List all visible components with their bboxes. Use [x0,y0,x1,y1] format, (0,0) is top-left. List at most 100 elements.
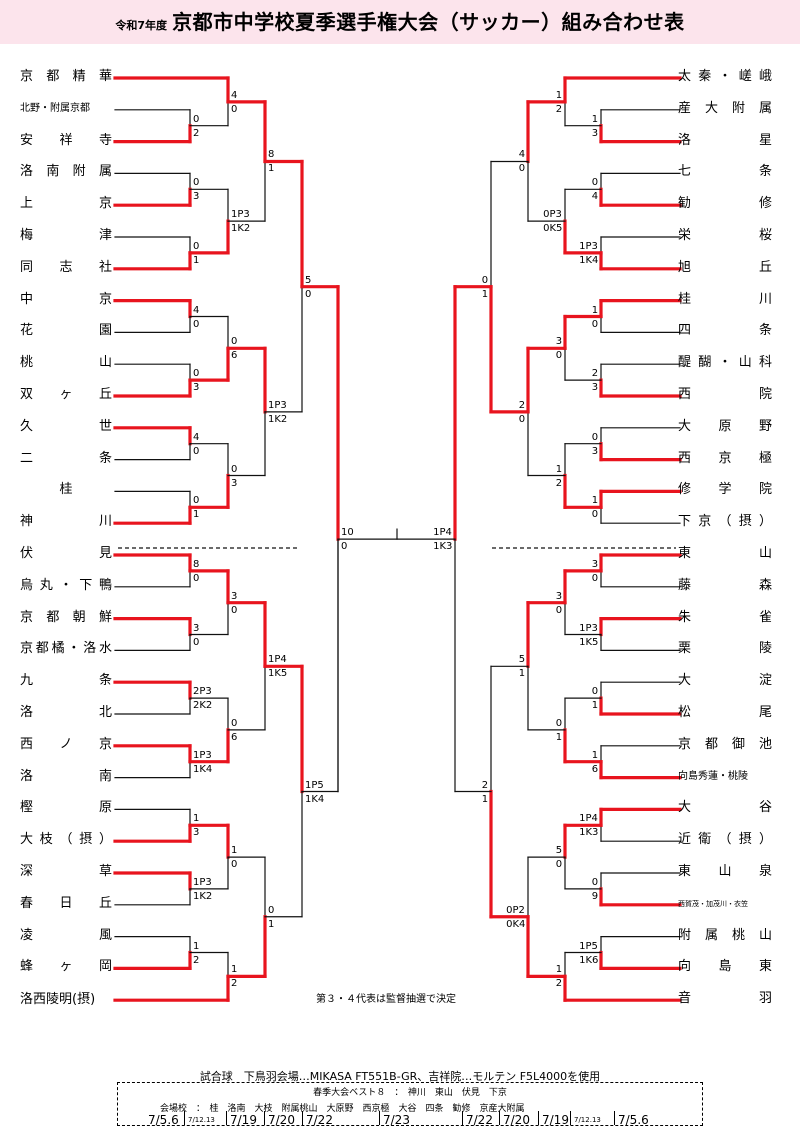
match-score: 0 [193,318,200,330]
match-score: 1P3 [579,240,598,252]
match-score: 0 [193,495,200,507]
match-score: 1 [231,964,238,976]
match-score: 6 [231,350,238,362]
schedule-date: 7/22 [466,1113,493,1127]
team-name: 大枝（摂） [20,832,112,848]
match-score: 0 [193,572,200,584]
team-name: 深草 [20,864,112,879]
team-name: 洛北 [20,705,112,720]
match-score: 0P2 [506,904,525,916]
team-name: 桃山 [20,355,112,371]
date-separator [184,1111,186,1125]
match-score: 1 [193,940,200,952]
match-score: 1K4 [305,793,325,805]
team-name: 大谷 [678,800,772,816]
team-name: 勧修 [678,196,772,212]
team-name: 上京 [20,196,112,212]
team-name: 栄桜 [678,228,772,243]
match-score: 0 [268,904,275,916]
spring-best8: 春季大会ベスト８ ： 神川 東山 伏見 下京 [313,1088,507,1098]
match-score: 2K2 [193,700,213,712]
match-score: 1 [481,288,489,300]
match-score: 0 [305,288,312,300]
team-name: 春日丘 [20,895,112,911]
match-score: 0 [193,240,200,252]
team-name: 大淀 [678,673,772,689]
match-score: 0 [518,163,526,175]
team-name: 京都橘・洛水 [20,641,112,657]
match-score: 0 [518,413,526,425]
team-name: 向島東 [678,959,772,975]
date-separator [302,1111,304,1125]
match-score: 1P5 [305,779,324,791]
team-name: 同志社 [20,259,112,275]
schedule-date: 7/12.13 [188,1116,215,1124]
team-name: 梅津 [20,228,112,243]
match-score: 1K3 [579,827,599,839]
schedule-date: 7/12.13 [574,1116,601,1124]
team-name: 洛南附属 [20,164,112,180]
match-score: 5 [305,274,312,286]
date-separator [614,1111,616,1125]
date-separator [264,1111,266,1125]
date-separator [499,1111,501,1125]
team-name: 東山泉 [678,864,772,879]
team-name: 旭丘 [678,259,772,275]
team-name: 凌風 [20,927,112,943]
match-score: 4 [231,89,238,101]
match-score: 1 [518,668,526,680]
match-score: 2 [555,477,563,489]
match-score: 1 [268,918,275,930]
team-name: 九条 [20,673,112,689]
match-score: 1P4 [268,654,287,666]
date-separator [538,1111,540,1125]
schedule-date: 7/5.6 [148,1113,179,1127]
match-score: 3 [193,827,200,839]
team-name: 近衛（摂） [678,832,772,848]
match-score: 0P3 [543,209,562,221]
match-score: 0K4 [506,918,526,930]
match-score: 1 [555,89,563,101]
schedule-box: 春季大会ベスト８ ： 神川 東山 伏見 下京 会場校 ： 桂 洛南 大枝 附属桃… [117,1082,703,1127]
schedule-date: 7/19 [230,1113,257,1127]
lottery-note: 第３・４代表は監督抽選で決定 [316,994,456,1005]
team-name: 西賀茂・加茂川・衣笠 [678,899,748,908]
match-score: 2P3 [193,686,212,698]
team-name: 七条 [678,164,772,180]
team-name: 大原野 [678,418,772,434]
match-score: 1K4 [579,254,599,266]
team-name: 四条 [678,323,772,339]
match-score: 2 [518,399,526,411]
team-name: 京都朝鮮 [20,609,112,625]
match-score: 10 [341,527,354,539]
match-score: 0 [193,368,200,380]
match-score: 9 [591,890,599,902]
match-score: 1 [231,845,238,857]
match-score: 0 [555,350,563,362]
match-score: 0K5 [543,223,563,235]
match-score: 1K5 [268,668,288,680]
team-name: 北野・附属京都 [20,102,90,114]
match-score: 1 [268,163,275,175]
venue-list: 会場校 ： 桂 洛南 大枝 附属桃山 大原野 西京極 大谷 四条 勧修 京産大附… [160,1104,525,1114]
team-name: 西京極 [678,450,772,466]
match-score: 1 [193,813,200,825]
match-score: 1P3 [579,622,598,634]
match-score: 1 [591,304,599,316]
match-score: 0 [591,572,599,584]
title-banner [0,0,800,44]
team-name: 神川 [20,514,112,530]
team-name: 松尾 [678,705,772,720]
match-score: 1P3 [268,399,287,411]
team-name: 産大附属 [678,100,772,116]
match-score: 1K4 [193,763,213,775]
match-score: 3 [555,590,563,602]
date-separator [570,1111,572,1125]
match-score: 4 [518,149,526,161]
team-name: 中京 [20,291,112,307]
schedule-date: 7/20 [503,1113,530,1127]
team-name: 洛南 [20,768,112,784]
team-name: 藤森 [678,577,772,593]
schedule-date: 7/23 [383,1113,410,1127]
match-score: 0 [555,717,563,729]
